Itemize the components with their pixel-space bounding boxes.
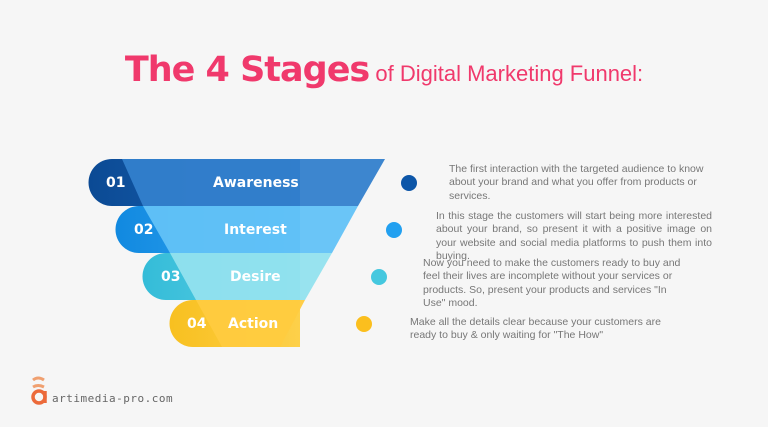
stage-02-dot [386,222,402,238]
stage-03-dot [371,269,387,285]
title-rest: of Digital Marketing Funnel: [369,61,644,86]
stage-03-label: Desire [230,269,281,285]
stage-04-number: 04 [187,316,207,332]
stage-01-label: Awareness [213,175,299,191]
title-bold: The 4 Stages [124,50,370,90]
stage-03-band [170,253,332,300]
artimedia-logo-icon [31,376,47,405]
stage-04-label: Action [228,316,279,332]
stage-04-band [196,300,305,347]
stage-03-description: Now you need to make the customers ready… [423,257,681,309]
stage-01-band [122,159,385,206]
stage-02-number: 02 [134,222,154,238]
stage-03-number: 03 [161,269,181,285]
stage-04-description: Make all the details clear because your … [410,316,661,342]
site-url[interactable]: artimedia-pro.com [52,392,174,405]
stage-02-band [143,206,358,253]
stage-01-dot [401,175,417,191]
stage-01-description: The first interaction with the targeted … [449,163,704,202]
stage-04-dot [356,316,372,332]
stage-01-number: 01 [106,175,126,191]
stage-02-label: Interest [224,222,287,238]
stage-02-description: In this stage the customers will start b… [436,210,712,262]
page-title: The 4 Stages of Digital Marketing Funnel… [0,50,768,90]
